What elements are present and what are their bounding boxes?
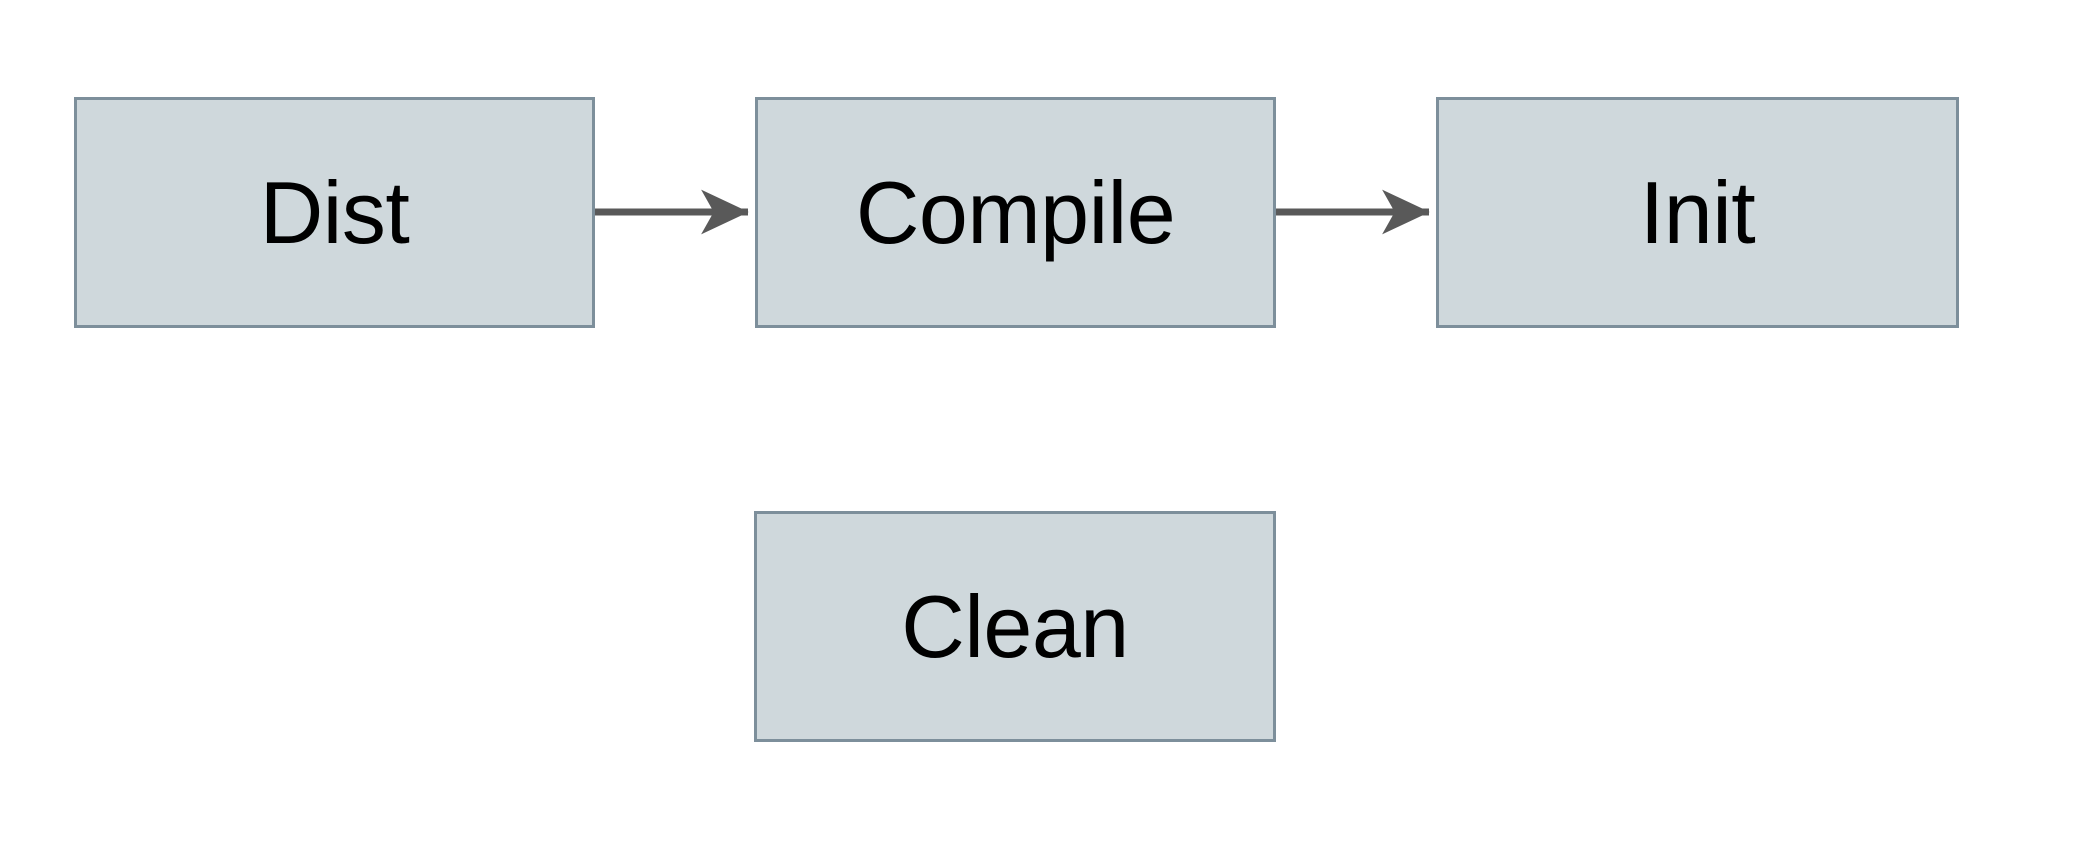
node-init-label: Init [1639, 162, 1756, 262]
node-dist[interactable]: Dist [74, 97, 595, 328]
node-dist-label: Dist [259, 162, 410, 262]
node-init[interactable]: Init [1436, 97, 1959, 328]
node-compile-label: Compile [855, 162, 1176, 262]
node-compile[interactable]: Compile [755, 97, 1276, 328]
node-clean-label: Clean [901, 576, 1129, 676]
node-clean[interactable]: Clean [754, 511, 1276, 742]
